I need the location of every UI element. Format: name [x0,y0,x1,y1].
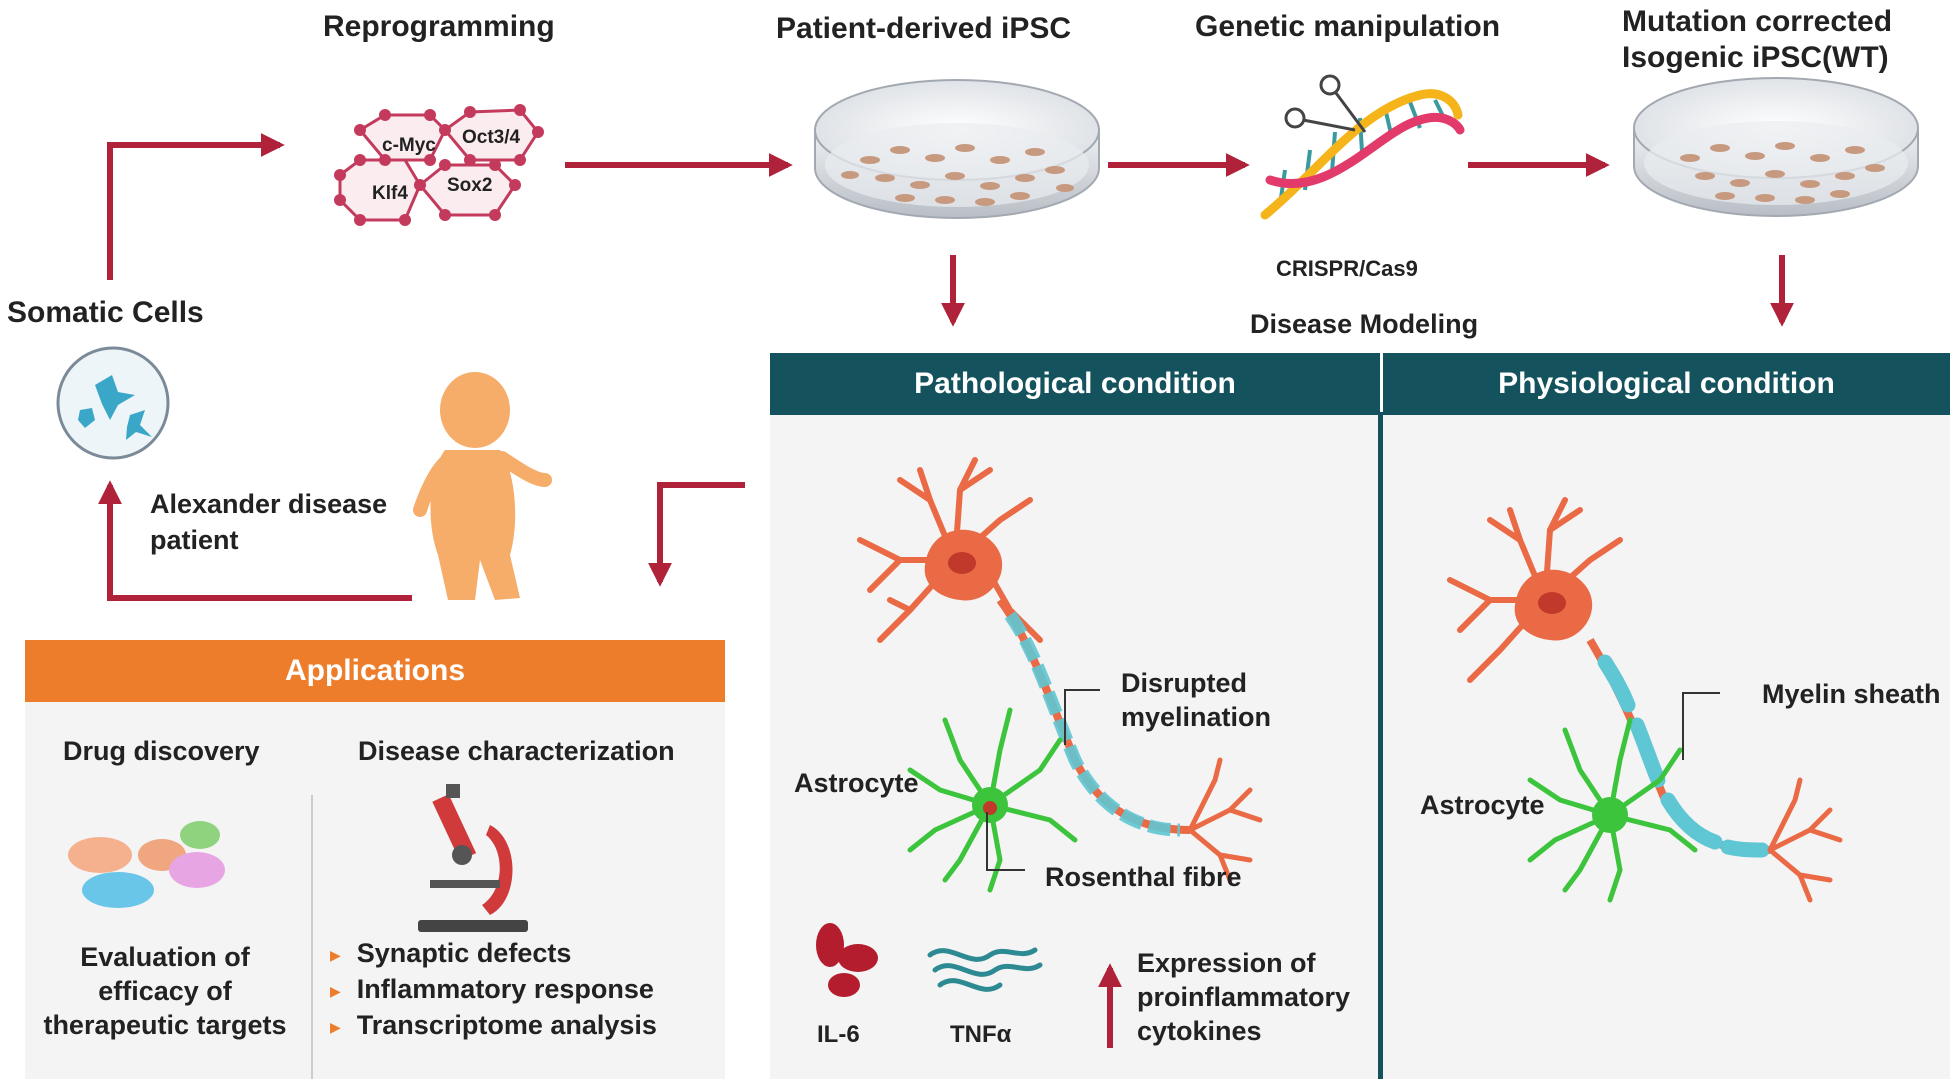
disrupted-line2: myelination [1121,702,1272,732]
tnf-alpha-icon [927,947,1043,992]
petri-dish-patient [814,79,1100,219]
evaluation-line3: therapeutic targets [43,1010,287,1040]
evaluation-line2: efficacy of [98,976,232,1006]
disease-modeling-label: Disease Modeling [1250,309,1479,339]
expression-line3: cytokines [1137,1016,1262,1046]
list-item: ▶Transcriptome analysis [330,1009,657,1040]
arrow-patient-to-somatic [98,480,412,601]
factor-oct: Oct3/4 [462,127,521,148]
physiological-astrocyte [1527,717,1698,903]
physiological-panel-bg [1383,412,1950,1079]
mutation-corrected-line2: Isogenic iPSC(WT) [1622,41,1889,74]
pathological-astrocyte-label: Astrocyte [794,768,919,798]
expression-line2: proinflammatory [1137,982,1351,1012]
pathological-header: Pathological condition [770,353,1380,415]
panel-divider [1378,412,1383,1079]
reprogramming-network [334,104,544,226]
physiological-astrocyte-label: Astrocyte [1420,790,1545,820]
pills-icon [68,821,225,908]
crispr-label: CRISPR/Cas9 [1276,256,1418,281]
mutation-corrected-title: Mutation corrected Isogenic iPSC(WT) [1622,4,1892,76]
bullet-icon: ▶ [330,1018,341,1035]
somatic-cells-label: Somatic Cells [7,296,204,329]
rosenthal-fibre-label: Rosenthal fibre [1045,862,1242,892]
alexander-line2: patient [150,525,239,555]
reprogramming-title: Reprogramming [323,10,555,43]
petri-dish-corrected [1633,77,1919,217]
characterization-list: ▶Synaptic defects ▶Inflammatory response… [330,936,657,1044]
expression-line1: Expression of [1137,948,1316,978]
somatic-cells-icon [56,346,170,460]
bullet-icon: ▶ [330,946,341,963]
evaluation-label: Evaluation of efficacy of therapeutic ta… [35,940,295,1042]
pathological-astrocyte [907,707,1078,893]
drug-discovery-label: Drug discovery [63,736,260,766]
crispr-dna-icon [1260,74,1465,220]
factor-cmyc: c-Myc [382,135,436,156]
alexander-patient-label: Alexander disease patient [150,486,387,558]
disrupted-myelination-label: Disrupted myelination [1121,666,1271,734]
bullet-icon: ▶ [330,982,341,999]
il6-icon [816,923,878,997]
disease-characterization-label: Disease characterization [358,736,675,766]
patient-ipsc-title: Patient-derived iPSC [776,12,1072,45]
evaluation-line1: Evaluation of [80,942,250,972]
il6-label: IL-6 [817,1021,860,1048]
factor-klf4: Klf4 [372,183,408,204]
arrow-model-to-applications [648,482,745,587]
genetic-manipulation-title: Genetic manipulation [1195,10,1501,43]
physiological-header: Physiological condition [1383,353,1950,415]
arrow-somatic-to-reprogramming [107,133,285,280]
mutation-corrected-line1: Mutation corrected [1622,5,1893,38]
baby-icon [413,372,552,600]
pathological-neuron [857,457,1263,883]
list-item: ▶Inflammatory response [330,973,654,1004]
myelin-sheath-label: Myelin sheath [1762,679,1941,709]
tnf-label: TNFα [950,1021,1012,1048]
applications-header: Applications [25,640,725,702]
disrupted-line1: Disrupted [1121,668,1248,698]
alexander-line1: Alexander disease [150,489,388,519]
callout-lines [986,689,1720,871]
physiological-neuron [1447,497,1843,903]
workflow-arrows [98,133,1794,601]
microscope-icon [418,784,528,932]
list-item: ▶Synaptic defects [330,938,572,968]
factor-sox2: Sox2 [447,175,493,196]
expression-label: Expression of proinflammatory cytokines [1137,946,1350,1048]
